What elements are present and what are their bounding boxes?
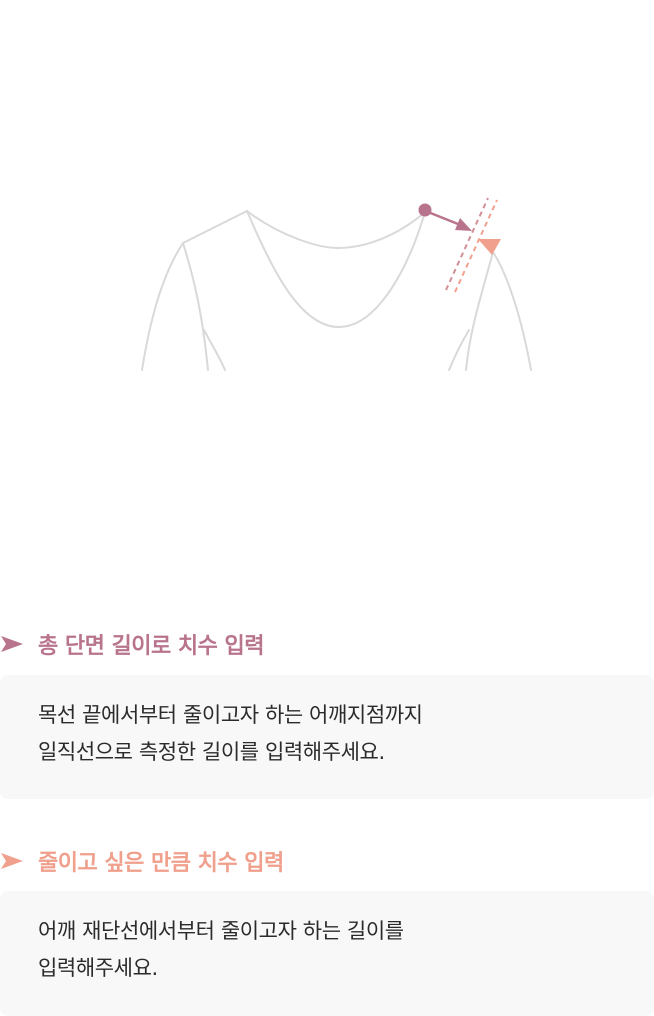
shirt-outline — [141, 210, 532, 371]
total-length-description: 목선 끝에서부터 줄이고자 하는 어깨지점까지 일직선으로 측정한 길이를 입력… — [0, 675, 654, 799]
description-line: 입력해주세요. — [38, 956, 158, 980]
neckline-front — [246, 210, 426, 329]
cut-guide-lines — [445, 197, 498, 293]
left-shoulder-seam — [182, 210, 248, 244]
description-line: 일직선으로 측정한 길이를 입력해주세요. — [38, 740, 385, 764]
right-armhole — [465, 251, 494, 371]
heading-arrow-icon — [1, 853, 23, 869]
reduce-length-description: 어깨 재단선에서부터 줄이고자 하는 길이를 입력해주세요. — [0, 891, 654, 1016]
left-sleeve-outer — [141, 242, 184, 371]
measure-point-icon — [418, 203, 432, 217]
total-length-heading-title: 총 단면 길이로 치수 입력 — [38, 634, 265, 659]
reduce-length-heading-title: 줄이고 싶은 만큼 치수 입력 — [38, 851, 284, 876]
right-sleeve-outer — [492, 251, 532, 371]
cut-guide-line-2 — [454, 199, 498, 293]
reduce-arrow-icon — [478, 239, 501, 255]
total-length-arrow-shaft — [427, 210, 459, 226]
left-armhole — [182, 242, 209, 371]
heading-arrow-icon — [1, 636, 23, 652]
reduce-length-heading: 줄이고 싶은 만큼 치수 입력 — [0, 845, 284, 877]
left-side-dart — [203, 329, 226, 371]
neckline-back — [246, 210, 426, 250]
total-length-arrow-head — [455, 218, 472, 231]
shoulder-measurement-illustration — [141, 197, 532, 371]
description-line: 목선 끝에서부터 줄이고자 하는 어깨지점까지 — [38, 703, 423, 727]
right-side-dart — [448, 329, 470, 371]
cut-guide-line-1 — [445, 197, 489, 291]
reduce-arrow-head — [478, 239, 501, 255]
description-line: 어깨 재단선에서부터 줄이고자 하는 길이를 — [38, 919, 404, 943]
total-length-heading: 총 단면 길이로 치수 입력 — [0, 628, 265, 660]
total-length-arrow-icon — [418, 203, 472, 231]
